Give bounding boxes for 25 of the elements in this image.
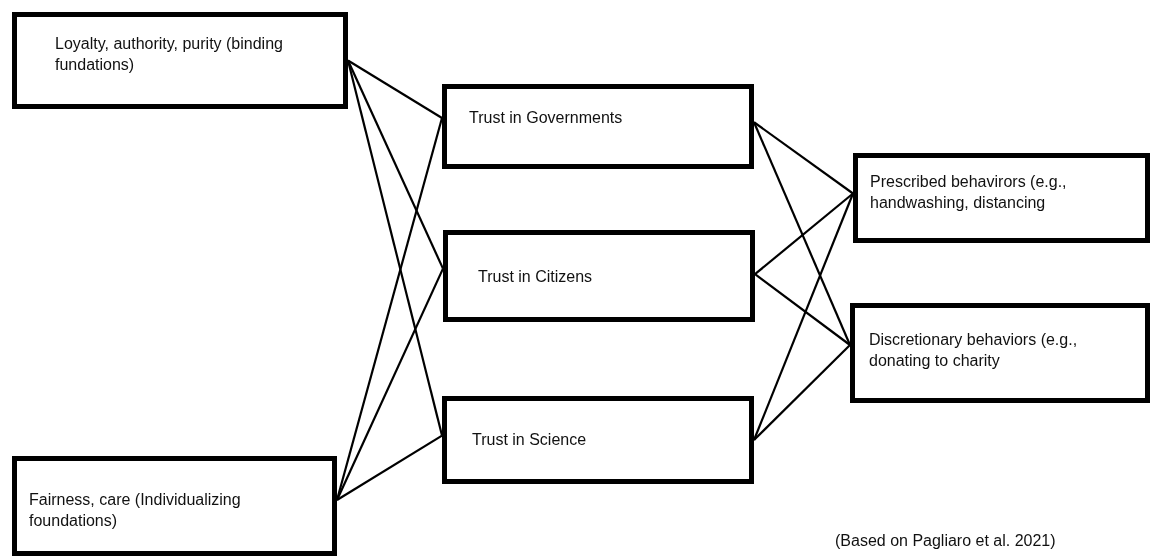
node-label: Trust in Citizens [478, 266, 594, 287]
node-label: Prescribed behavirors (e.g., handwashing, distancing [870, 172, 1068, 213]
connector-line [752, 193, 855, 441]
text-box [853, 153, 1150, 243]
connector-line [754, 273, 851, 346]
text-box [850, 303, 1150, 403]
node-label: Discretionary behaviors (e.g., donating to charity [869, 330, 1079, 371]
node-label: Trust in Governments [469, 108, 624, 128]
connector-line [753, 121, 851, 346]
connector-line [753, 344, 851, 441]
text-box [442, 396, 754, 484]
connector-line [347, 60, 444, 270]
node-label: Fairness, care (Individualizing foundations) [29, 490, 242, 531]
text-box [12, 12, 348, 109]
node-label: Trust in Science [472, 429, 588, 450]
node-label: Loyalty, authority, purity (binding fundations) [55, 33, 284, 75]
connector-line [336, 268, 444, 501]
connector-line [336, 434, 443, 501]
connector-line [753, 121, 854, 195]
connector-line [754, 192, 854, 275]
text-box [442, 84, 754, 169]
source-note: (Based on Pagliaro et al. 2021) [835, 532, 1056, 550]
text-box [443, 230, 755, 322]
connector-line [347, 59, 443, 119]
text-box [12, 456, 337, 556]
